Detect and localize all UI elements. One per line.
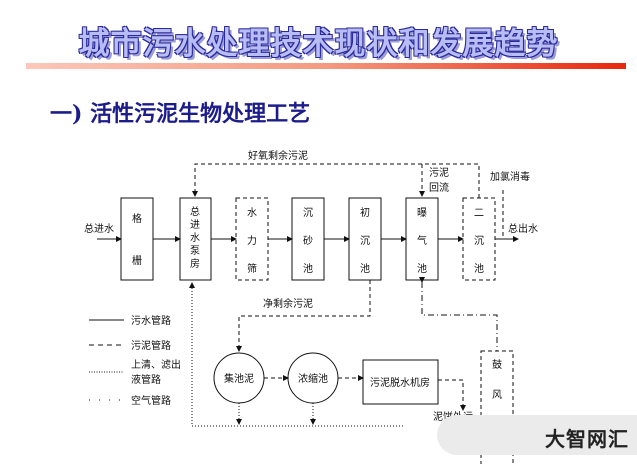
pump-house-label: 房 xyxy=(190,257,200,270)
return-sludge-label: 回流 xyxy=(429,181,449,194)
dewatering-label: 污泥脱水机房 xyxy=(370,376,430,389)
grit-label: 沉 xyxy=(303,206,313,219)
screen-label: 水 xyxy=(247,207,257,219)
aerobic-sludge-line xyxy=(192,163,480,198)
outflow-label: 总出水 xyxy=(508,222,538,235)
screen-label: 筛 xyxy=(247,262,257,275)
aeration-label: 池 xyxy=(417,262,427,275)
thickener-label: 浓缩池 xyxy=(298,372,328,385)
inflow-label: 总进水 xyxy=(84,222,114,235)
secondary-label: 沉 xyxy=(474,234,484,247)
pump-house-label: 总 xyxy=(190,205,200,218)
primary-label: 初 xyxy=(360,206,370,219)
cake-out-line xyxy=(438,379,466,411)
dewatering-house-box xyxy=(362,359,439,405)
legend-label: 污水管路 xyxy=(131,314,171,327)
chlorination-label: 加氯消毒 xyxy=(490,170,530,183)
aerobic-sludge-label: 好氧剩余污泥 xyxy=(248,149,308,162)
title-underline-bar xyxy=(26,63,626,69)
pump-house-box xyxy=(179,197,212,281)
return-sludge-label: 污泥 xyxy=(429,166,449,179)
pump-house-label: 水 xyxy=(190,232,200,244)
net-sludge-label: 净剩余污泥 xyxy=(263,297,313,310)
primary-clarifier-box xyxy=(348,197,382,281)
grille-label: 格 xyxy=(132,212,142,225)
slide-title: 城市污水处理技术现状和发展趋势 xyxy=(78,26,559,62)
legend-label: 污泥管路 xyxy=(131,339,171,352)
pump-house-label: 泵 xyxy=(190,245,200,257)
section-heading: 一) 活性污泥生物处理工艺 xyxy=(50,101,311,127)
primary-label: 沉 xyxy=(360,234,370,247)
grille-box xyxy=(120,197,154,281)
supernatant-line xyxy=(189,282,403,427)
screen-label: 力 xyxy=(247,234,257,247)
air-line xyxy=(419,277,498,351)
blower-label: 鼓 xyxy=(492,358,502,371)
legend-label: 液管路 xyxy=(131,373,161,386)
legend-label: 空气管路 xyxy=(131,394,171,407)
secondary-label: 二 xyxy=(474,208,484,219)
net-sludge-line xyxy=(236,280,371,352)
grit-chamber-box xyxy=(291,197,325,281)
collection-tank-label: 集池泥 xyxy=(224,372,254,385)
legend-label: 上清、滤出 xyxy=(131,358,181,371)
grit-label: 池 xyxy=(303,262,313,275)
grille-label: 栅 xyxy=(132,254,142,267)
aeration-label: 曝 xyxy=(417,207,427,219)
secondary-label: 池 xyxy=(474,262,484,275)
watermark-background xyxy=(437,415,637,455)
watermark-text: 大智网汇 xyxy=(545,427,629,451)
grit-label: 砂 xyxy=(303,234,313,247)
blower-label: 风 xyxy=(492,389,502,401)
hydraulic-screen-box xyxy=(235,197,269,281)
primary-label: 池 xyxy=(360,262,370,275)
pump-house-label: 进 xyxy=(190,219,200,231)
aeration-label: 气 xyxy=(417,234,427,247)
